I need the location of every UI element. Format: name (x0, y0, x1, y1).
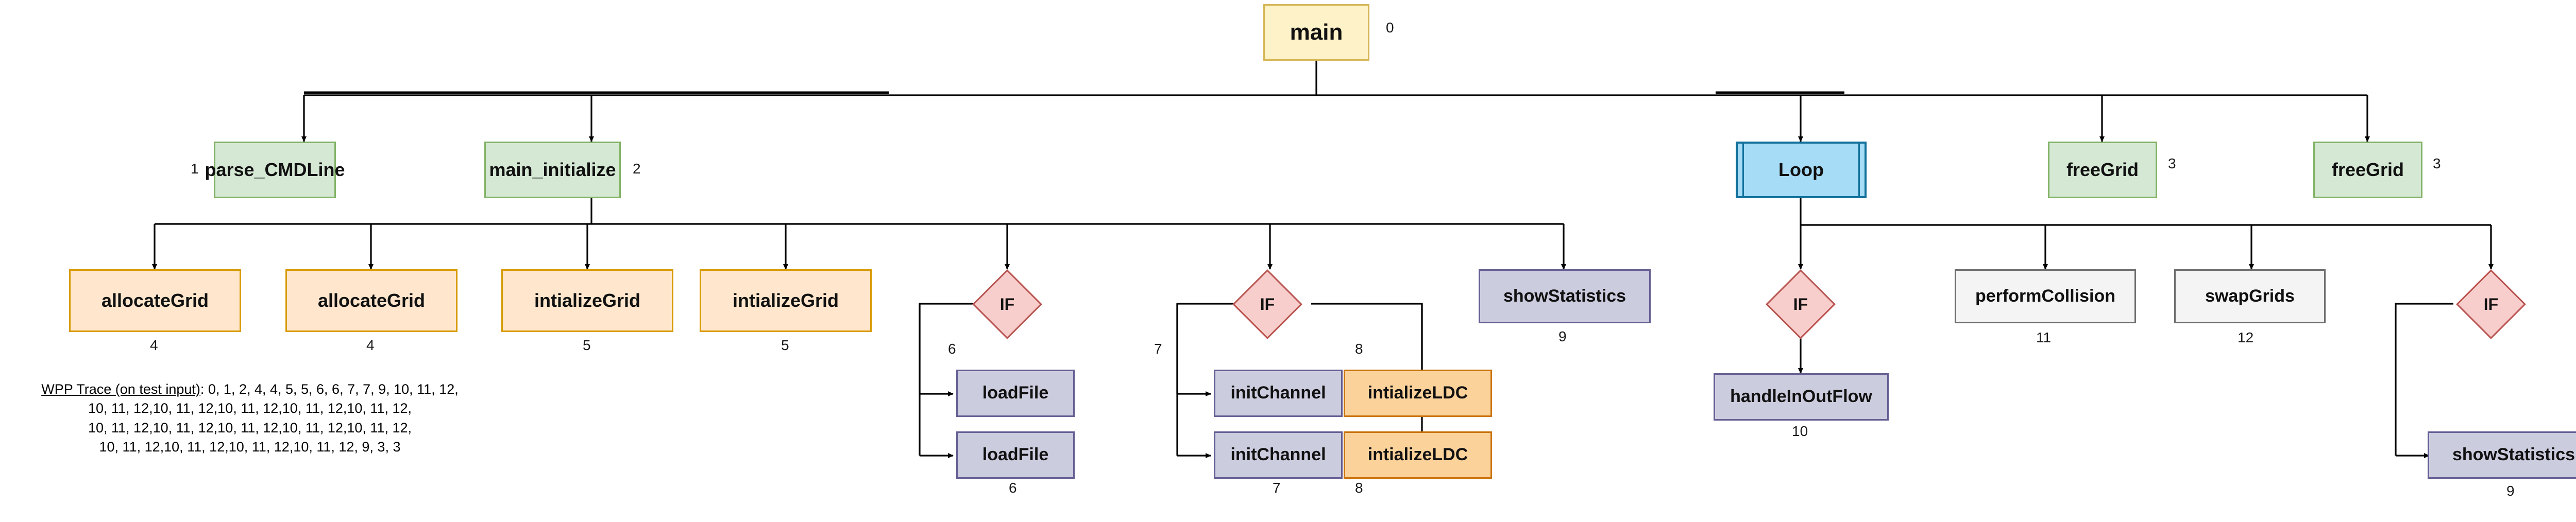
node-init-channel-2-label: initChannel (1230, 445, 1326, 465)
wpp-trace-line-0: WPP Trace (on test input): 0, 1, 2, 4, 4… (10, 380, 489, 399)
wpp-trace-line-1: 10, 11, 12,10, 11, 12,10, 11, 12,10, 11,… (88, 401, 412, 416)
wpp-trace-label: WPP Trace (on test input) (41, 381, 200, 397)
node-if-loadfile[interactable]: IF (972, 268, 1042, 340)
node-allocate-grid-2-label: allocateGrid (317, 290, 426, 311)
node-intialize-ldc-2-label: intializeLDC (1367, 445, 1468, 465)
node-intialize-grid-2-label: intializeGrid (732, 290, 839, 311)
node-show-statistics-1-label: showStatistics (1503, 286, 1626, 306)
node-init-channel-1[interactable]: initChannel (1214, 370, 1343, 417)
node-show-statistics-2[interactable]: showStatistics (2428, 431, 2576, 479)
node-allocate-grid-1-label: allocateGrid (101, 290, 209, 311)
node-intialize-ldc-1-label: intializeLDC (1367, 383, 1468, 403)
node-main-initialize-index: 2 (633, 161, 641, 177)
wpp-trace-line-3: 10, 11, 12,10, 11, 12,10, 11, 12,10, 11,… (99, 439, 401, 455)
node-handle-inoutflow-label: handleInOutFlow (1730, 387, 1872, 407)
loop-right-bar (1858, 144, 1860, 196)
node-if-loadfile-index: 6 (948, 341, 956, 357)
wpp-trace-block: WPP Trace (on test input): 0, 1, 2, 4, 4… (10, 380, 489, 457)
node-free-grid-1-label: freeGrid (2066, 159, 2139, 181)
node-perform-collision-index: 11 (2036, 329, 2052, 345)
node-intialize-ldc-2-index: 8 (1355, 480, 1363, 496)
node-if-inoutflow-label: IF (1793, 294, 1808, 314)
node-if-showstats[interactable]: IF (2456, 268, 2526, 340)
node-load-file-1[interactable]: loadFile (956, 370, 1075, 417)
node-perform-collision-label: performCollision (1975, 286, 2116, 306)
node-load-file-2-label: loadFile (982, 445, 1049, 465)
node-intialize-ldc-1[interactable]: intializeLDC (1344, 370, 1492, 417)
node-free-grid-2[interactable]: freeGrid (2313, 142, 2422, 198)
node-main[interactable]: main (1263, 4, 1369, 61)
node-init-channel-1-label: initChannel (1230, 383, 1326, 403)
node-load-file-2-index: 6 (1009, 480, 1017, 496)
node-show-statistics-1-index: 9 (1558, 328, 1567, 344)
node-swap-grids[interactable]: swapGrids (2174, 269, 2326, 323)
node-swap-grids-index: 12 (2238, 329, 2254, 345)
node-if-initchannel-label: IF (1260, 294, 1275, 314)
node-if-initchannel[interactable]: IF (1232, 268, 1302, 340)
node-if-loadfile-label: IF (999, 294, 1015, 314)
node-allocate-grid-2-index: 4 (366, 337, 375, 353)
node-intialize-grid-1[interactable]: intializeGrid (501, 269, 673, 332)
node-allocate-grid-1[interactable]: allocateGrid (69, 269, 241, 332)
node-free-grid-2-index: 3 (2433, 155, 2441, 171)
node-swap-grids-label: swapGrids (2205, 286, 2295, 306)
wpp-trace-line-2: 10, 11, 12,10, 11, 12,10, 11, 12,10, 11,… (88, 420, 412, 436)
node-intialize-grid-1-label: intializeGrid (534, 290, 641, 311)
node-load-file-1-label: loadFile (982, 383, 1049, 403)
node-show-statistics-2-label: showStatistics (2452, 445, 2575, 465)
wpp-trace-sep: : (200, 381, 208, 397)
node-init-channel-2-index: 7 (1273, 480, 1281, 496)
node-perform-collision[interactable]: performCollision (1955, 269, 2136, 323)
node-allocate-grid-1-index: 4 (150, 337, 158, 353)
node-intialize-ldc-2[interactable]: intializeLDC (1344, 431, 1492, 479)
node-parse-cmdline-index: 1 (191, 161, 199, 177)
node-loop[interactable]: Loop (1736, 142, 1867, 198)
node-show-statistics-2-index: 9 (2506, 483, 2515, 499)
node-if-showstats-label: IF (2483, 294, 2499, 314)
node-main-label: main (1290, 19, 1343, 45)
node-if-inoutflow[interactable]: IF (1766, 268, 1836, 340)
node-parse-cmdline-label: parse_CMDLine (205, 159, 345, 181)
node-init-channel-2[interactable]: initChannel (1214, 431, 1343, 479)
node-loop-label: Loop (1778, 159, 1824, 180)
loop-left-bar (1742, 144, 1744, 196)
node-show-statistics-1[interactable]: showStatistics (1479, 269, 1651, 323)
node-free-grid-1[interactable]: freeGrid (2048, 142, 2157, 198)
node-intialize-grid-2[interactable]: intializeGrid (700, 269, 872, 332)
node-free-grid-2-label: freeGrid (2331, 159, 2404, 181)
node-intialize-grid-1-index: 5 (583, 337, 591, 353)
node-parse-cmdline[interactable]: parse_CMDLine (205, 142, 345, 198)
node-handle-inoutflow[interactable]: handleInOutFlow (1714, 373, 1889, 421)
wpp-trace-values-0: 0, 1, 2, 4, 4, 5, 5, 6, 6, 7, 7, 9, 10, … (208, 381, 459, 397)
node-main-initialize-label: main_initialize (489, 159, 616, 181)
node-main-initialize[interactable]: main_initialize (484, 142, 621, 198)
node-load-file-2[interactable]: loadFile (956, 431, 1075, 479)
node-intialize-grid-2-index: 5 (781, 337, 789, 353)
node-allocate-grid-2[interactable]: allocateGrid (285, 269, 457, 332)
node-main-index: 0 (1386, 20, 1394, 36)
node-handle-inoutflow-index: 10 (1792, 423, 1808, 439)
node-free-grid-1-index: 3 (2168, 155, 2176, 171)
node-if-initchannel-index: 7 (1154, 341, 1162, 357)
node-intialize-ldc-1-index: 8 (1355, 341, 1363, 357)
